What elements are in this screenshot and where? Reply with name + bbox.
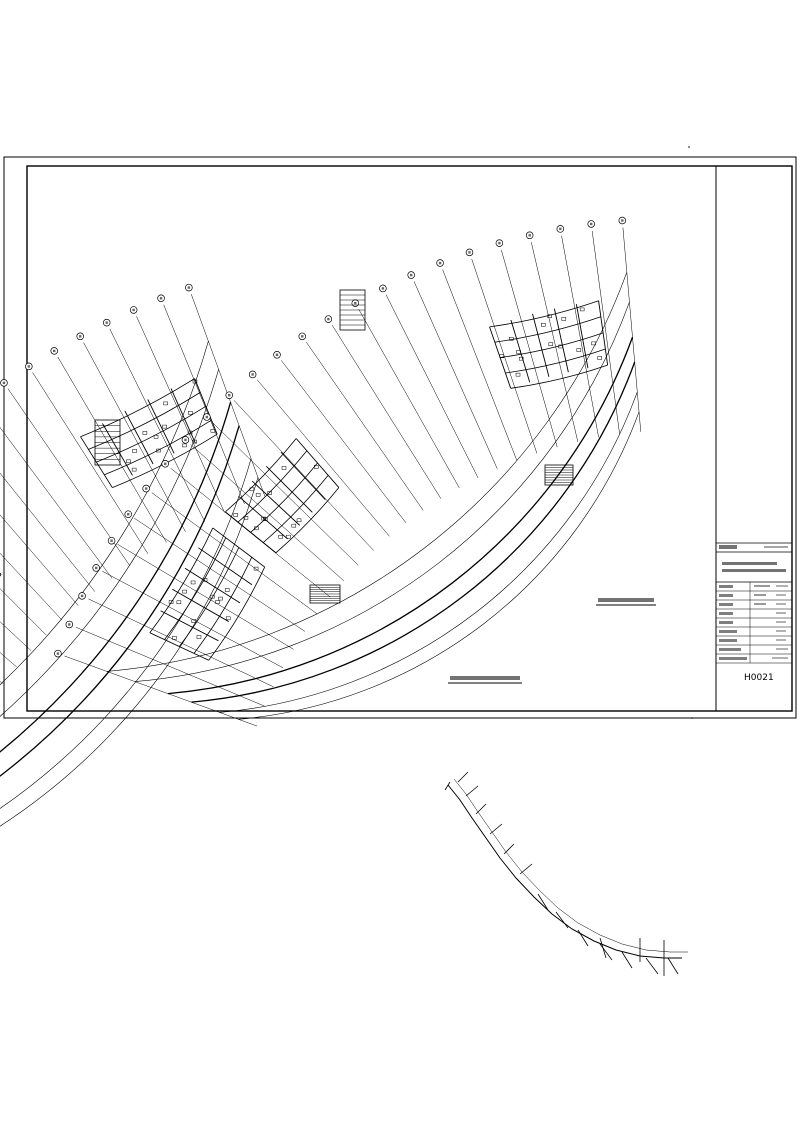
grid-bubble-label [498, 242, 500, 244]
room-cluster [225, 438, 338, 552]
wall-arc [0, 402, 231, 867]
wall-stub [668, 958, 678, 974]
grid-bubble-label [79, 335, 81, 337]
right-plan-caption [596, 598, 656, 605]
grid-line [0, 443, 78, 606]
grid-line [0, 462, 62, 620]
grid-bubble-label [3, 382, 5, 384]
grid-bubble-label [184, 439, 186, 441]
grid-bubble-label [28, 365, 30, 367]
grid-bubble-label [127, 513, 129, 515]
grid-bubble-label [590, 223, 592, 225]
grid-bubble-label [81, 595, 83, 597]
stair [340, 290, 365, 330]
grid-bubble-label [145, 487, 147, 489]
wall-stub [578, 930, 588, 946]
grid-line [306, 342, 423, 510]
grid-bubble-label [164, 463, 166, 465]
room-cluster [150, 528, 265, 660]
grid-line [110, 329, 205, 522]
grid-line [332, 325, 441, 499]
wall-stub [466, 786, 478, 796]
outer-wall-arc [448, 785, 682, 958]
title-block [716, 543, 792, 663]
grid-line [191, 445, 344, 581]
corner-mark [691, 717, 693, 719]
grid-line [58, 357, 167, 542]
grid-bubble-label [251, 373, 253, 375]
left-plan-caption [448, 676, 522, 683]
stair [310, 585, 340, 603]
grid-bubble-label [354, 302, 356, 304]
grid-bubble-label [382, 287, 384, 289]
grid-bubble-label [559, 228, 561, 230]
grid-line [257, 380, 389, 537]
grid-line [152, 493, 317, 614]
grid-bubble-label [327, 318, 329, 320]
wall-stub [490, 824, 502, 834]
wall-stub [646, 958, 658, 974]
corner-mark [688, 146, 690, 148]
grid-line [0, 424, 95, 592]
grid-bubble-label [439, 262, 441, 264]
wall-arc [0, 426, 239, 874]
grid-line [623, 227, 641, 431]
right-floor-plan [55, 217, 641, 726]
grid-line [0, 549, 3, 684]
grid-line [234, 400, 374, 550]
room-cluster [490, 301, 608, 389]
stair [545, 465, 573, 485]
grid-bubble-label [206, 416, 208, 418]
drawing-number: H0021 [744, 673, 774, 683]
wall-arc [220, 392, 638, 713]
wall-stub [458, 772, 468, 782]
grid-bubble-label [276, 354, 278, 356]
grid-line [472, 259, 537, 453]
grid-line [0, 526, 17, 667]
grid-bubble-label [68, 623, 70, 625]
wall-arc [191, 362, 634, 702]
wall-arc [0, 341, 208, 849]
grid-line [281, 360, 406, 523]
grid-bubble-label [95, 567, 97, 569]
wall-stub [520, 864, 532, 874]
wall-arc [238, 412, 639, 720]
wall-stub [600, 938, 606, 958]
grid-bubble-label [160, 297, 162, 299]
wall-arc [0, 477, 258, 889]
grid-bubble-label [528, 234, 530, 236]
grid-line [443, 270, 517, 461]
grid-bubble-label [228, 394, 230, 396]
grid-bubble-label [621, 219, 623, 221]
grid-line [359, 309, 460, 488]
grid-bubble-label [110, 539, 112, 541]
grid-line [0, 483, 46, 635]
wall-arc [0, 459, 251, 884]
grid-bubble-label [410, 274, 412, 276]
room-cluster [0, 531, 1, 663]
grid-bubble-label [57, 652, 59, 654]
wall-stub [504, 844, 514, 854]
grid-bubble-label [132, 309, 134, 311]
grid-bubble-label [468, 251, 470, 253]
grid-bubble-label [53, 350, 55, 352]
left-floor-plan [0, 284, 340, 894]
outer-border [4, 157, 796, 718]
wall-stub [476, 804, 486, 814]
room-cluster [81, 379, 218, 488]
grid-bubble-label [105, 321, 107, 323]
wall-stub [622, 952, 632, 968]
partial-arc-plan [445, 772, 688, 990]
grid-bubble-label [188, 286, 190, 288]
grid-bubble-label [301, 335, 303, 337]
inner-wall-arc [454, 779, 688, 952]
grid-line [592, 231, 619, 434]
